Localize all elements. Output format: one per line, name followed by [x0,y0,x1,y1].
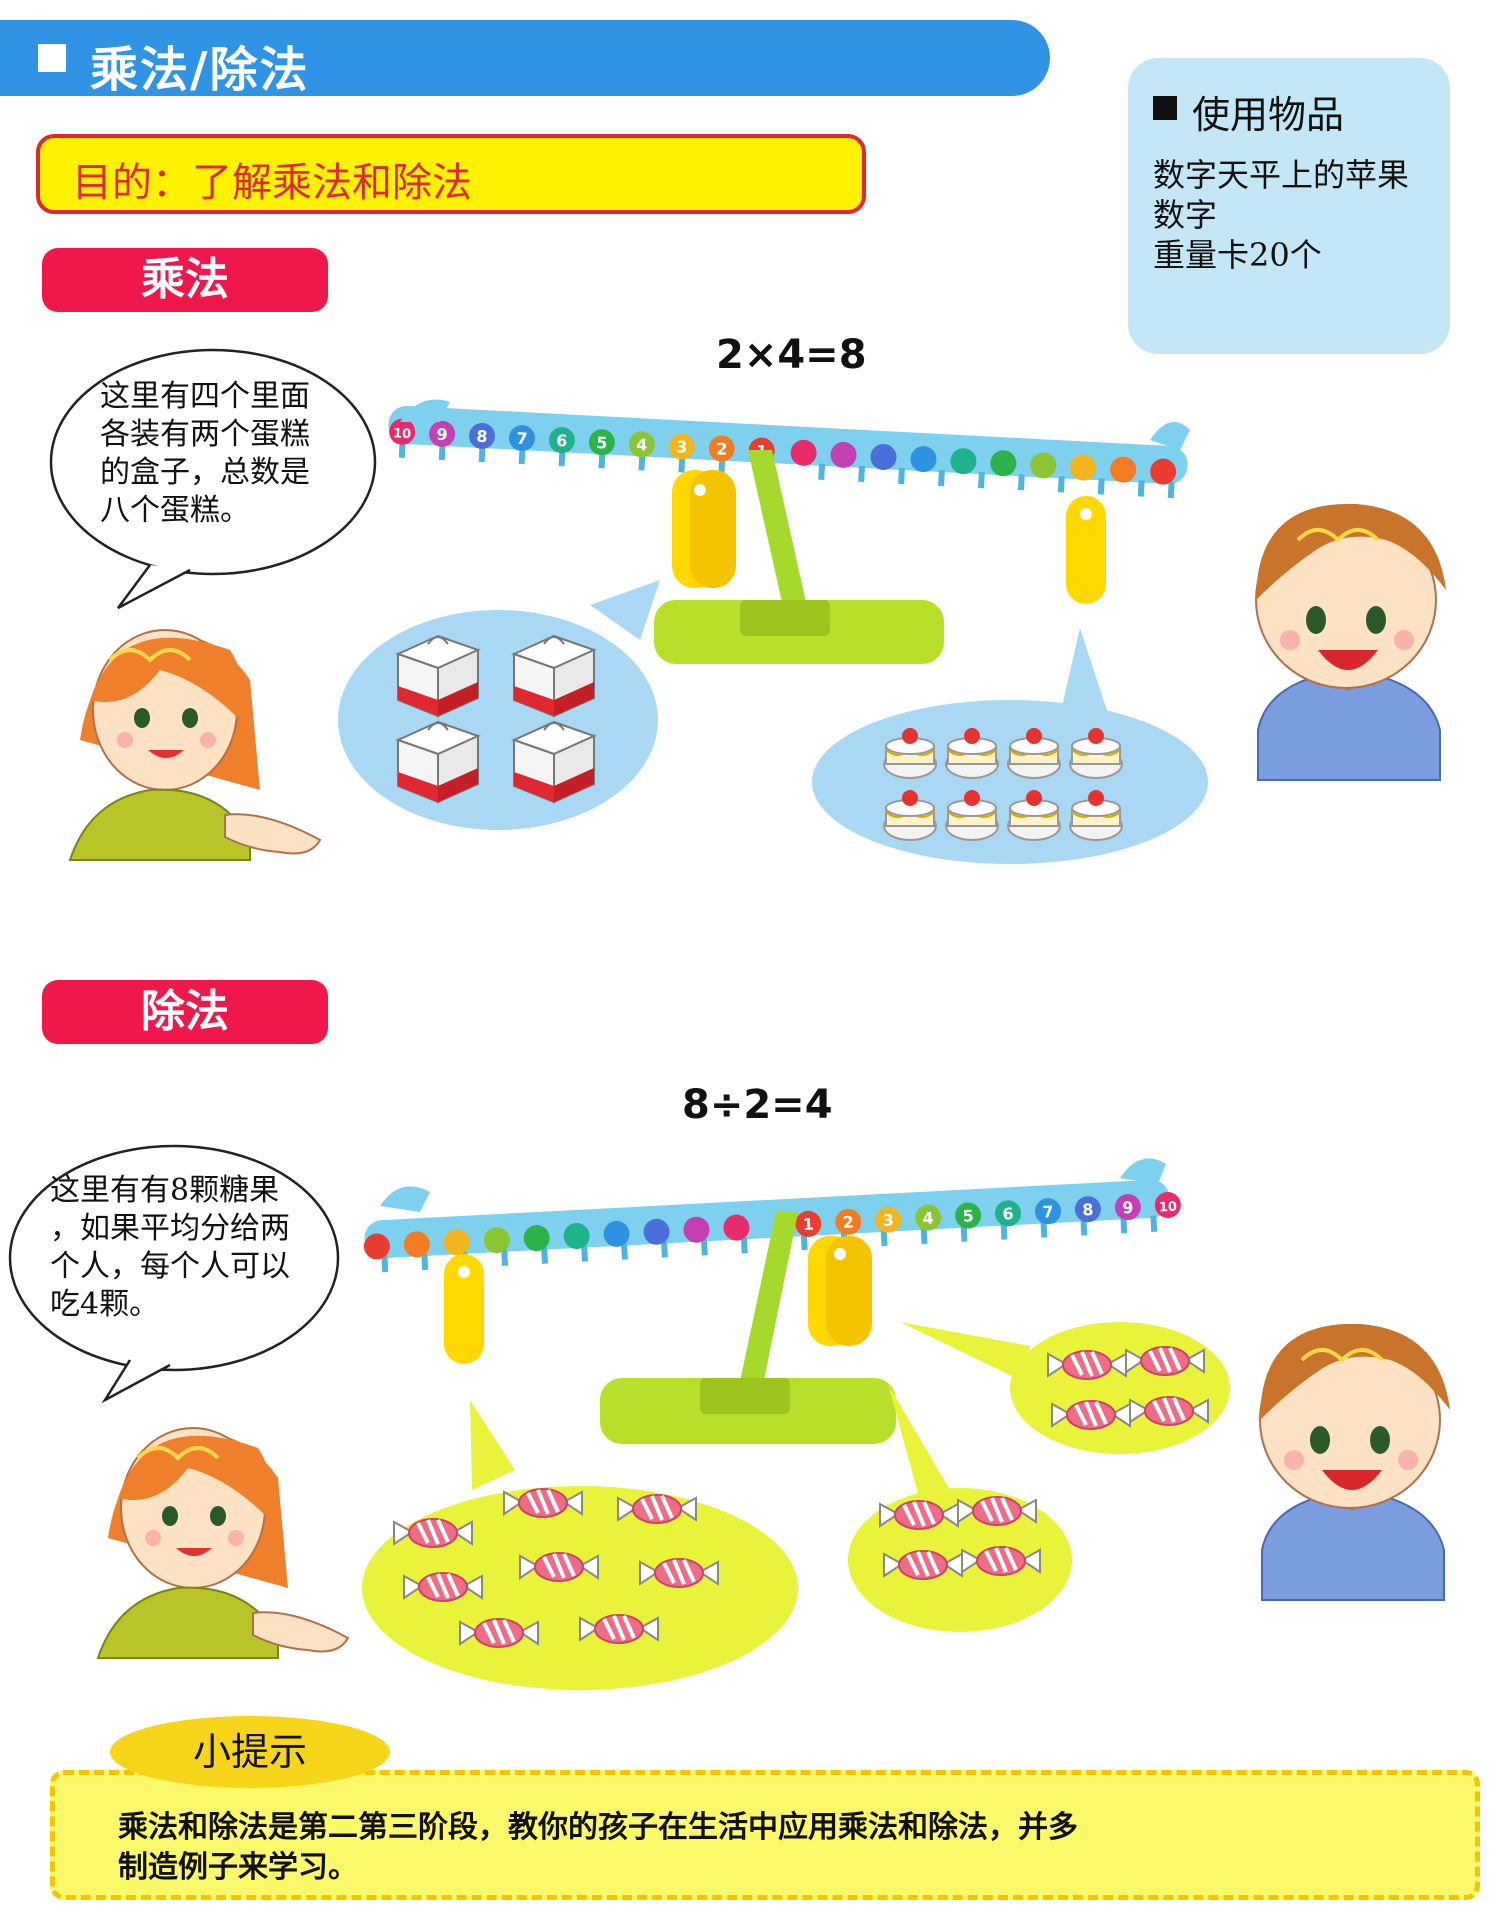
speech-bubble-text: 这里有有8颗糖果 ，如果平均分给两 个人，每个人可以 吃4颗。 [50,1172,290,1324]
section-label-multiplication: 乘法 [42,248,328,312]
girl-character-icon [96,1427,350,1659]
scale-number-badge [995,1200,1022,1227]
bubble-line: 的盒子，总数是 [100,455,310,490]
scale-number-label: 8 [1082,1200,1094,1220]
bubble-line: 这里有有8颗糖果 [50,1173,280,1208]
tips-badge: 小提示 [110,1716,390,1788]
scale-number-label: 6 [556,431,568,451]
goal-box [36,134,866,214]
scale-number-label: 10 [393,426,412,442]
cake-bubble [812,628,1208,864]
section-label-division: 除法 [42,980,328,1044]
speech-bubble-text: 这里有四个里面 各装有两个蛋糕 的盒子，总数是 八个蛋糕。 [100,378,310,530]
materials-item: 数字天平上的苹果 [1153,156,1410,194]
girl-character-icon [68,629,322,861]
scale-number-badge [1154,1192,1181,1219]
candy-bubble-share-right [900,1322,1230,1454]
scale-number-badge [469,422,496,449]
scale-number-badge [875,1206,902,1233]
candy-bubble-share-left [848,1384,1072,1632]
goal-text: 目的：了解乘法和除法 [72,160,472,206]
bubble-line: 这里有四个里面 [100,379,310,414]
scale-number-badge [668,433,695,460]
materials-item: 数字 [1153,196,1218,234]
scale-number-label: 9 [1122,1198,1134,1218]
multiplication-equation: 2×4=8 [716,332,867,378]
scale-number-label: 2 [842,1212,854,1232]
scale-number-badge [1034,1198,1061,1225]
scale-number-label: 3 [882,1210,894,1230]
scale-number-label: 1 [802,1215,814,1235]
scale-number-label: 3 [676,437,688,457]
materials-panel [1128,58,1450,354]
scale-number-label: 5 [962,1206,974,1226]
scale-number-badge [588,429,615,456]
gift-box-bubble [338,580,660,830]
scale-number-label: 2 [716,439,728,459]
materials-title: 使用物品 [1192,93,1345,137]
division-equation: 8÷2=4 [682,1082,833,1128]
scale-number-label: 8 [476,427,488,447]
boy-character-icon [1255,503,1446,781]
scale-number-label: 6 [1002,1204,1014,1224]
speech-bubble-division [8,1144,340,1404]
scale-number-badge [795,1210,822,1237]
bubble-line: 个人，每个人可以 [50,1249,290,1284]
tips-box [50,1770,1480,1900]
boy-character-icon [1259,1323,1450,1601]
materials-item: 重量卡20个 [1153,236,1322,274]
scale-number-label: 7 [516,429,528,449]
scale-number-badge [1074,1196,1101,1223]
bubble-line: 八个蛋糕。 [100,493,250,528]
scale-number-badge [429,420,456,447]
tips-line: 制造例子来学习。 [118,1850,358,1885]
scale-number-label: 9 [436,425,448,445]
header-band [0,20,1050,96]
scale-number-badge [508,425,535,452]
scale-number-label: 4 [636,435,648,455]
scale-number-badge [389,418,416,445]
scale-number-badge [548,427,575,454]
scale-number-label: 5 [596,433,608,453]
scale-number-badge [628,431,655,458]
scale-number-badge [915,1204,942,1231]
scale-number-label: 10 [1159,1200,1178,1216]
scale-number-badge [1114,1194,1141,1221]
header-bullet-icon [38,44,66,72]
tips-line: 乘法和除法是第二第三阶段，教你的孩子在生活中应用乘法和除法，并多 [118,1810,1078,1845]
speech-bubble-multiplication [49,348,377,610]
bubble-line: 吃4颗。 [50,1287,160,1322]
scale-number-label: 4 [922,1208,934,1228]
scale-number-badge [708,435,735,462]
number-balance-scale-division: 1 2 3 4 5 6 7 8 9 10 [363,1158,1181,1444]
scale-number-badge [955,1202,982,1229]
scale-number-label: 7 [1042,1202,1054,1222]
materials-bullet-icon [1153,96,1177,120]
bubble-line: 各装有两个蛋糕 [100,417,310,452]
scale-number-badge [835,1208,862,1235]
page-title: 乘法/除法 [90,42,310,98]
candy-bubble-total [362,1400,798,1690]
bubble-line: ，如果平均分给两 [50,1211,290,1246]
